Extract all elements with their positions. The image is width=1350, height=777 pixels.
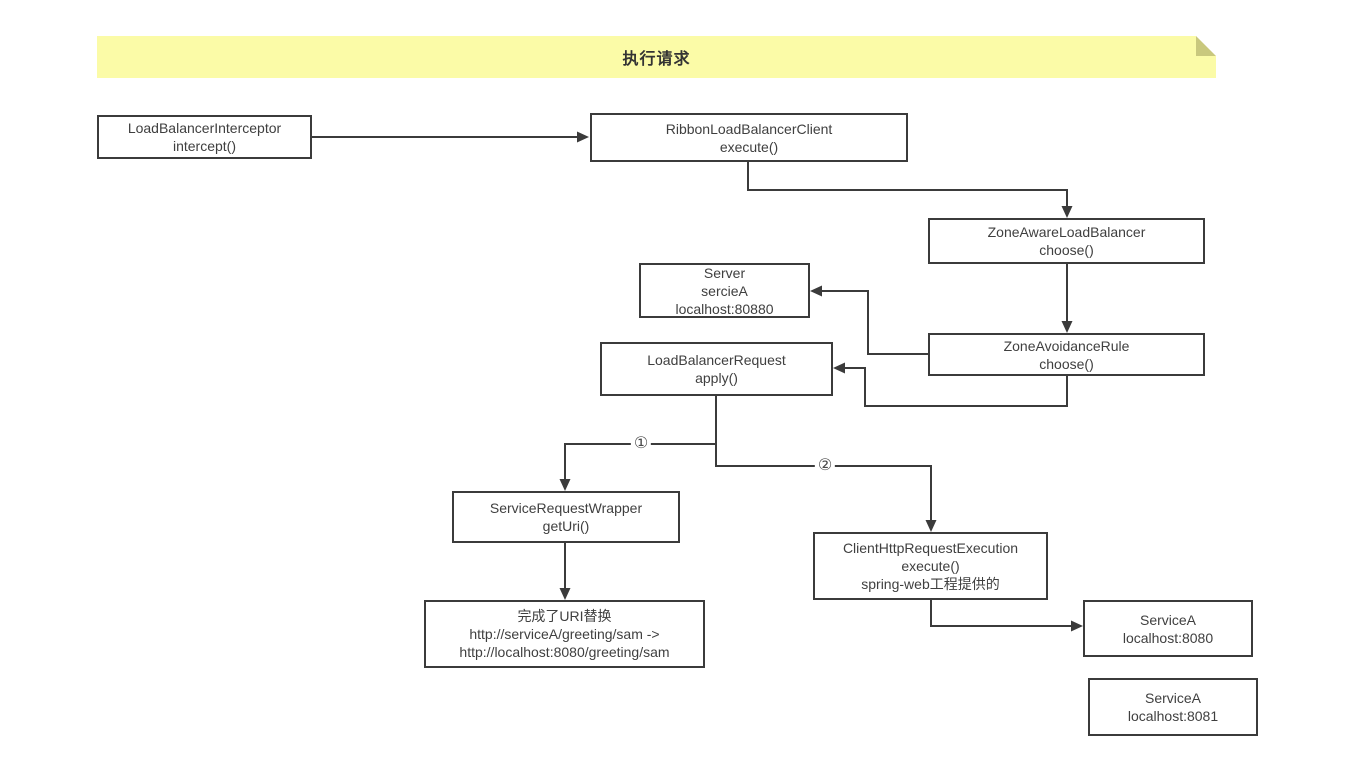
arrow-branch2-to-execution [715,444,932,522]
arrowhead-right-servicea-8080 [1071,620,1083,632]
arrowhead-down-wrapper [559,479,571,491]
arrowhead-down-execution [925,520,937,532]
arrowhead-left-server [810,285,822,297]
node-line: http://serviceA/greeting/sam -> [469,626,660,642]
node-line: sercieA [701,282,748,299]
edge-label-step-2: ② [814,458,836,474]
edge-label-step-1: ① [630,436,652,452]
page-title: 执行请求 [622,51,691,68]
node-uri-replacement: 完成了URI替换 http://serviceA/greeting/sam ->… [424,600,705,668]
folded-corner-decoration [1196,36,1216,56]
node-line: LoadBalancerInterceptor [127,120,282,136]
node-load-balancer-interceptor: LoadBalancerInterceptor intercept() [97,115,312,159]
node-line: getUri() [542,518,590,534]
node-line: choose() [1039,242,1094,258]
arrowhead-right-ribbonclient [577,131,589,143]
node-line: localhost:80880 [675,300,774,317]
node-line: ServiceA [1139,611,1197,628]
node-line: localhost:8081 [1127,708,1219,724]
arrow-zoneavoidance-to-server [821,290,928,355]
node-line: ClientHttpRequestExecution [842,540,1019,556]
node-line: 完成了URI替换 [517,608,612,624]
node-line: apply() [695,370,738,386]
node-service-a-8081: ServiceA localhost:8081 [1088,678,1258,736]
node-line: ServiceRequestWrapper [489,500,643,516]
node-line: localhost:8080 [1122,629,1214,646]
node-line: execute() [901,558,960,574]
node-line: LoadBalancerRequest [647,352,786,368]
node-zone-avoidance-rule: ZoneAvoidanceRule choose() [928,333,1205,376]
node-service-a-8080: ServiceA localhost:8080 [1083,600,1253,657]
node-line: ZoneAvoidanceRule [1003,337,1130,354]
node-line: intercept() [172,138,237,154]
node-line: http://localhost:8080/greeting/sam [459,644,670,660]
arrowhead-down-uri [559,588,571,600]
node-load-balancer-request: LoadBalancerRequest apply() [600,342,833,396]
node-client-http-request-execution: ClientHttpRequestExecution execute() spr… [813,532,1048,600]
node-ribbon-load-balancer-client: RibbonLoadBalancerClient execute() [590,113,908,162]
node-server: Server sercieA localhost:80880 [639,263,810,318]
node-line: execute() [719,138,779,155]
arrow-ribbonclient-to-zoneaware [747,162,1068,208]
title-banner: 执行请求 [97,36,1216,78]
node-line: Server [703,264,746,281]
node-line: ServiceA [1144,690,1202,706]
arrowhead-left-lbrequest [833,362,845,374]
node-line: ZoneAwareLoadBalancer [987,224,1146,240]
node-zone-aware-load-balancer: ZoneAwareLoadBalancer choose() [928,218,1205,264]
arrowhead-down-zoneavoidance [1061,321,1073,333]
node-line: choose() [1039,355,1094,372]
node-line: spring-web工程提供的 [861,576,1000,592]
arrow-execution-to-servicea [930,600,1072,627]
node-line: RibbonLoadBalancerClient [665,120,833,137]
node-service-request-wrapper: ServiceRequestWrapper getUri() [452,491,680,543]
arrowhead-down-zoneaware [1061,206,1073,218]
